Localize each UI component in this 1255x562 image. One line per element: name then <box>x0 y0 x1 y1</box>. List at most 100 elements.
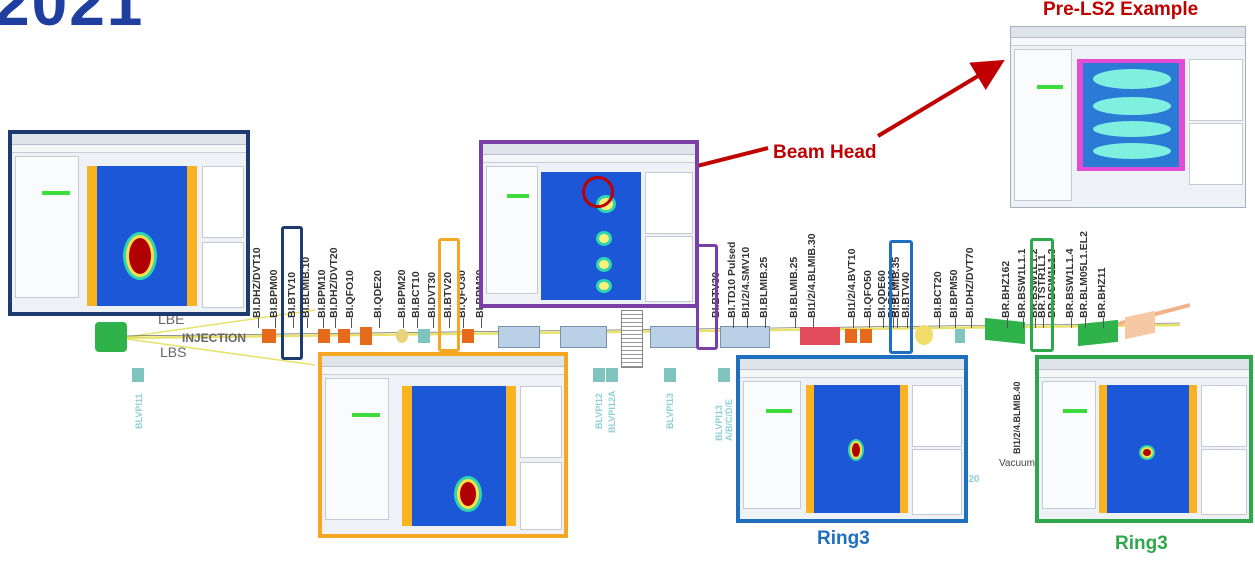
monitor-label: BI1/2/4.SMV10 <box>740 247 752 318</box>
monitor-tick <box>813 318 814 328</box>
monitor-tick <box>403 318 404 328</box>
monitor-label: BI.BPM20 <box>396 270 408 318</box>
ring3-green-label: Ring3 <box>1115 533 1168 555</box>
ladder-structure <box>621 310 643 368</box>
monitor-label: BI.BCT10 <box>410 271 422 318</box>
blvpi13abcde-label: BLVPI13 A/B/C/D/E <box>714 381 734 441</box>
magnet <box>860 329 872 343</box>
monitor-label: BI.BCT20 <box>932 271 944 318</box>
monitor-tick <box>1071 318 1072 328</box>
monitor-label: BI.BPM10 <box>316 270 328 318</box>
blmib40-label: BI1/2/4.BLMIB.40 <box>1012 381 1022 454</box>
monitor-tick <box>433 318 434 328</box>
magnet <box>338 329 350 343</box>
highlight-btv40 <box>889 240 913 354</box>
screen-panel-ring3-blue <box>736 355 968 523</box>
injection-label: INJECTION <box>182 331 246 345</box>
monitor-label: BI.QFO50 <box>862 270 874 318</box>
monitor-label: BI1/2/4.BVT10 <box>846 249 858 318</box>
monitor-tick <box>1103 318 1104 328</box>
monitor-tick <box>747 318 748 328</box>
highlight-btv10 <box>281 226 303 360</box>
valve <box>955 329 965 343</box>
magnet <box>360 327 372 345</box>
monitor-label: BI.QDE20 <box>372 270 384 318</box>
highlight-btv30 <box>696 244 718 350</box>
magnet <box>845 329 857 343</box>
monitor-label: BR.BLM05L1.EL2 <box>1078 231 1090 318</box>
beampipe-section <box>720 326 770 348</box>
monitor-tick <box>869 318 870 328</box>
blvpi13-label: BLVPI13 <box>665 393 675 429</box>
beampipe-section <box>560 326 607 348</box>
monitor-tick <box>481 318 482 328</box>
monitor-tick <box>1007 318 1008 328</box>
monitor-label: BR.BSW1L1.4 <box>1064 249 1076 318</box>
lbs-label: LBS <box>160 344 186 360</box>
vacuum-pump-icon <box>593 368 605 382</box>
blvpi11-label: BLVPI11 <box>134 394 144 429</box>
monitor-tick <box>379 318 380 328</box>
monitor-label: BI.BLMIB.25 <box>788 257 800 318</box>
monitor-label: BI.BPM00 <box>268 270 280 318</box>
magnet <box>462 329 474 343</box>
monitor-tick <box>733 318 734 328</box>
vacuum-pump-icon <box>132 368 144 382</box>
monitor-tick <box>971 318 972 328</box>
monitor-label: BR.BHZ11 <box>1096 267 1108 318</box>
monitor-tick <box>853 318 854 328</box>
valve <box>418 329 430 343</box>
monitor-tick <box>463 318 464 328</box>
screen-panel-btv10 <box>8 130 250 316</box>
blvpi12-label: BLVPI12 <box>594 393 604 429</box>
monitor-label: BI.BLMIB.25 <box>758 257 770 318</box>
monitor-tick <box>1085 318 1086 328</box>
magnet <box>318 329 330 343</box>
magnet <box>262 329 276 343</box>
monitor-tick <box>275 318 276 328</box>
septum <box>800 327 840 345</box>
monitor-tick <box>765 318 766 328</box>
monitor-tick <box>351 318 352 328</box>
monitor-tick <box>795 318 796 328</box>
monitor-tick <box>1023 318 1024 328</box>
monitor-label: BI.TD10 Pulsed <box>726 242 738 318</box>
monitor-label: BI.QFO10 <box>344 270 356 318</box>
bending-magnet <box>1078 320 1118 346</box>
linac-source <box>95 322 127 352</box>
beampipe-section <box>498 326 540 348</box>
vacuum-pump-icon <box>664 368 676 382</box>
monitor-label: BI.DHZ/DVT10 <box>251 247 263 318</box>
blvpi12a-label: BLVPI12A <box>607 391 617 433</box>
screen-panel-prels2 <box>1010 26 1246 208</box>
monitor-tick <box>258 318 259 328</box>
screen-panel-btv30 <box>479 140 699 308</box>
monitor-label: BI.DHZ/DVT70 <box>964 247 976 318</box>
arrow-to-preLS2 <box>878 64 998 136</box>
highlight-btv20 <box>438 238 460 352</box>
vacuum-pump-icon <box>606 368 618 382</box>
monitor-tick <box>883 318 884 328</box>
bending-magnet <box>985 318 1025 344</box>
monitor-tick <box>417 318 418 328</box>
monitor-tick <box>307 318 308 328</box>
screen-panel-btv20 <box>318 352 568 538</box>
bct <box>396 329 408 343</box>
vacuum-pump-icon <box>718 368 730 382</box>
monitor-label: BR.BHZ162 <box>1000 261 1012 318</box>
beampipe-section <box>650 326 697 348</box>
monitor-label: BI.BPM50 <box>948 270 960 318</box>
monitor-tick <box>939 318 940 328</box>
monitor-tick <box>335 318 336 328</box>
monitor-label: BI.DHZ/DVT20 <box>328 247 340 318</box>
monitor-label: BR.BSW1L1.1 <box>1016 249 1028 318</box>
monitor-tick <box>323 318 324 328</box>
beam-head-circle <box>582 176 614 208</box>
monitor-label: BI.DVT30 <box>426 272 438 318</box>
bct <box>915 325 933 345</box>
monitor-tick <box>955 318 956 328</box>
highlight-ring3 <box>1030 238 1054 352</box>
ring3-blue-label: Ring3 <box>817 528 870 550</box>
screen-panel-ring3-green <box>1035 355 1253 523</box>
monitor-label: BI1/2/4.BLMIB.30 <box>806 233 818 318</box>
